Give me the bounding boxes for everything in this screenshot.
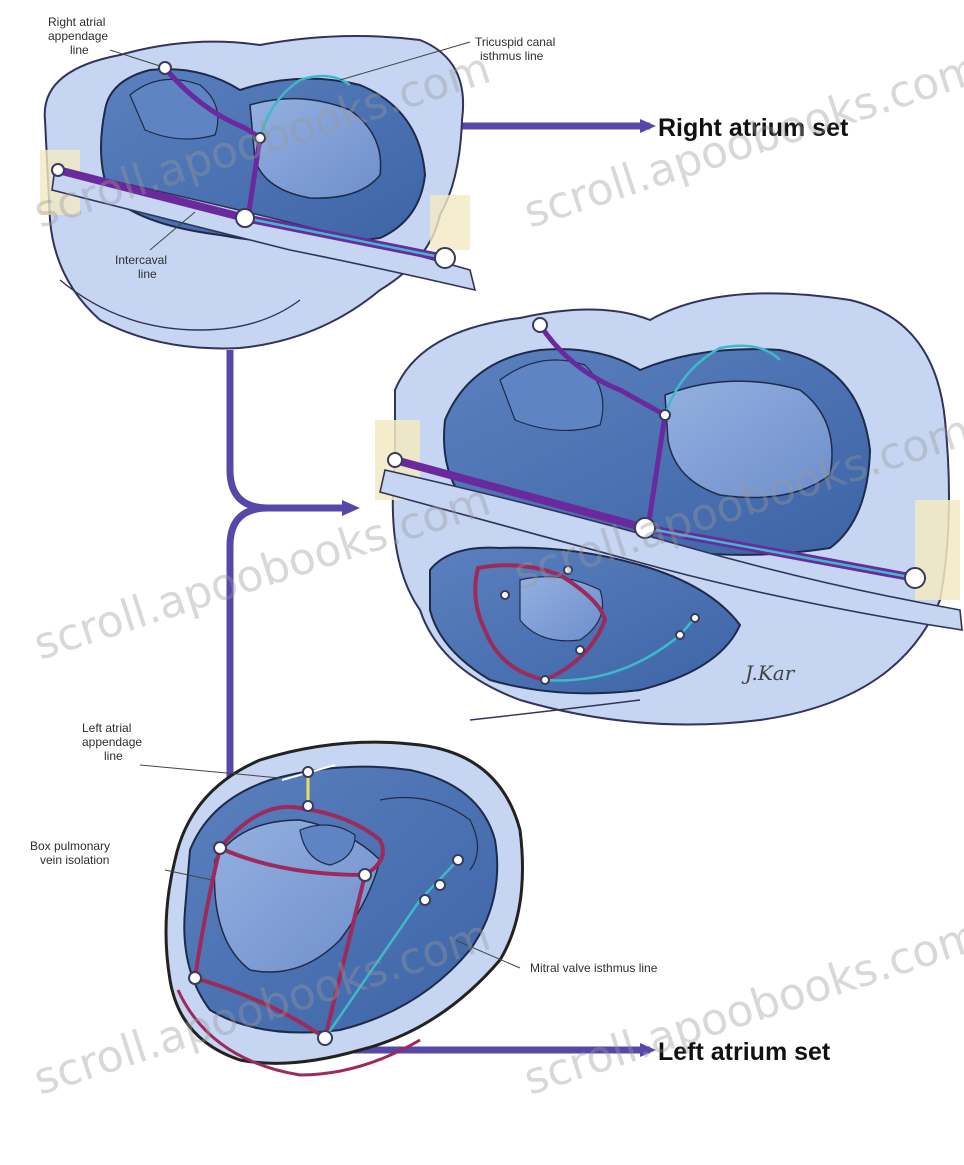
label-line: Left atrial <box>82 721 131 735</box>
label-mitral-isthmus: Mitral valve isthmus line <box>530 961 658 975</box>
label-line: line <box>104 749 123 763</box>
la-point <box>453 855 463 865</box>
combined-point <box>660 410 670 420</box>
watermark: scroll.apoobooks.com <box>518 43 964 239</box>
ra-point <box>52 164 64 176</box>
label-left-atrial-appendage: Left atrial appendage line <box>82 721 145 763</box>
label-line: vein isolation <box>40 853 109 867</box>
ra-yellow-fat-right <box>430 195 470 250</box>
ra-point <box>159 62 171 74</box>
la-point <box>420 895 430 905</box>
artist-signature: J.Kar <box>741 661 796 685</box>
label-right-atrial-appendage: Right atrial appendage line <box>48 15 111 57</box>
ra-point <box>435 248 455 268</box>
combined-point <box>541 676 549 684</box>
label-box-pulmonary: Box pulmonary vein isolation <box>30 839 113 867</box>
ra-point <box>236 209 254 227</box>
label-line: Tricuspid canal <box>475 35 555 49</box>
combined-point <box>388 453 402 467</box>
watermark: scroll.apoobooks.com <box>518 910 964 1106</box>
combined-point <box>576 646 584 654</box>
combined-point <box>501 591 509 599</box>
arrowhead-right-label <box>640 119 656 133</box>
la-point <box>303 767 313 777</box>
la-point <box>303 801 313 811</box>
combined-point <box>533 318 547 332</box>
la-point <box>189 972 201 984</box>
arrowhead-combined <box>342 500 360 516</box>
combined-point <box>676 631 684 639</box>
label-line: appendage <box>48 29 108 43</box>
la-point <box>318 1031 332 1045</box>
la-point <box>359 869 371 881</box>
la-point <box>435 880 445 890</box>
label-line: appendage <box>82 735 142 749</box>
connector-right-to-combined <box>230 350 350 508</box>
combined-point <box>691 614 699 622</box>
label-line: Intercaval <box>115 253 167 267</box>
label-line: Box pulmonary <box>30 839 110 853</box>
label-line: isthmus line <box>480 49 544 63</box>
label-tricuspid-isthmus: Tricuspid canal isthmus line <box>475 35 559 63</box>
label-line: line <box>138 267 157 281</box>
combined-point <box>905 568 925 588</box>
left-atrium-illustration: Left atrial appendage line Box pulmonary… <box>30 721 658 1075</box>
la-point <box>214 842 226 854</box>
label-line: line <box>70 43 89 57</box>
label-line: Right atrial <box>48 15 105 29</box>
